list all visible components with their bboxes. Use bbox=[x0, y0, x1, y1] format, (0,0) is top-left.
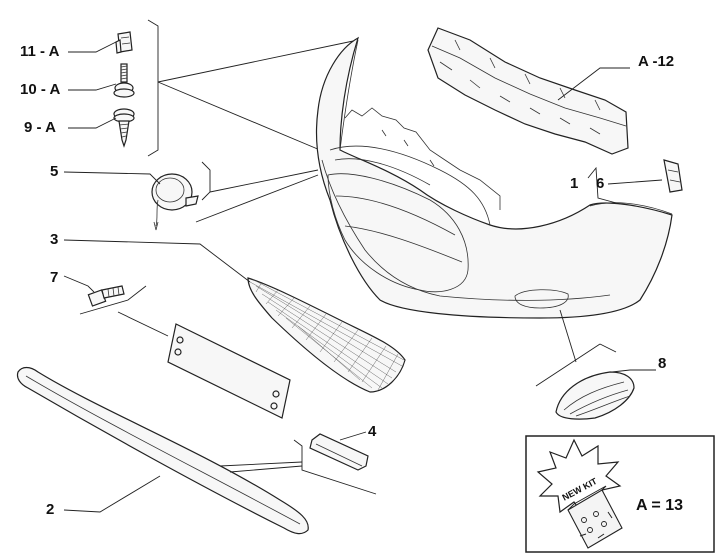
part-11-clip bbox=[115, 31, 133, 54]
label-6: 6 bbox=[596, 175, 604, 192]
label-9-a: 9 - A bbox=[24, 119, 56, 136]
kit-equation: A = 13 bbox=[636, 497, 683, 514]
fastener-bracket bbox=[147, 19, 159, 157]
part-a12-absorber bbox=[427, 27, 629, 155]
part-1-bumper bbox=[315, 36, 673, 319]
kit-box: NEW KIT A = 13 bbox=[525, 435, 715, 553]
label-10-a: 10 - A bbox=[20, 81, 60, 98]
label-a12: A -12 bbox=[638, 53, 674, 70]
label-1: 1 bbox=[570, 175, 578, 192]
kit-bag-icon bbox=[567, 485, 623, 549]
part-3-mesh-grille bbox=[247, 277, 406, 393]
part-7-bolt bbox=[87, 285, 125, 307]
part-5-tow-cover bbox=[151, 173, 199, 231]
label-4: 4 bbox=[368, 423, 377, 440]
part-6-clip bbox=[663, 159, 683, 193]
label-5: 5 bbox=[50, 163, 58, 180]
part-9-screw bbox=[113, 108, 135, 148]
label-7: 7 bbox=[50, 269, 58, 286]
part-8-fog-cover bbox=[555, 371, 635, 420]
part-10-screw bbox=[113, 63, 135, 98]
label-8: 8 bbox=[658, 355, 666, 372]
plate-bracket bbox=[167, 323, 291, 419]
label-11-a: 11 - A bbox=[20, 43, 60, 60]
label-3: 3 bbox=[50, 231, 58, 248]
part-4-foam-strip bbox=[309, 433, 369, 471]
part-2-lower-strip bbox=[16, 366, 309, 535]
label-2: 2 bbox=[46, 501, 54, 518]
